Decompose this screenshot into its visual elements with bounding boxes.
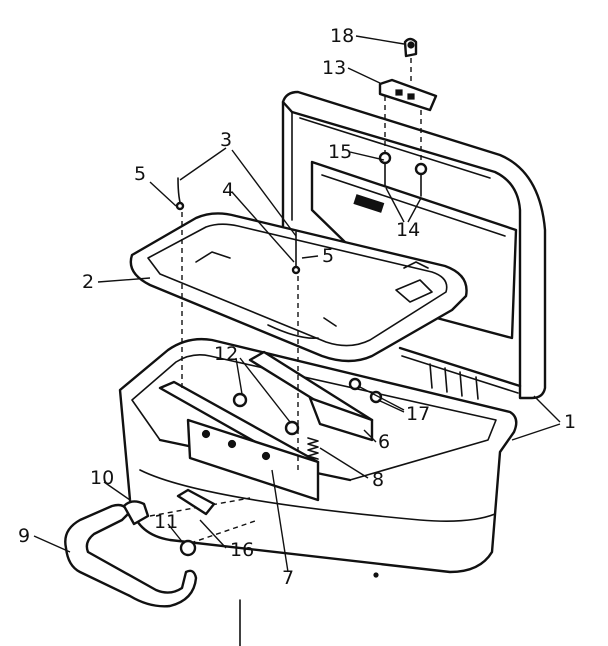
callout-4: 4 (222, 179, 234, 201)
callout-6: 6 (378, 431, 390, 453)
callout-14: 14 (396, 219, 420, 241)
callout-15: 15 (328, 141, 352, 163)
right-rail-bar (248, 350, 374, 442)
hinge-strip (398, 346, 522, 400)
scan-marks (239, 572, 379, 646)
callout-7: 7 (282, 567, 294, 589)
lid-screws-14 (378, 151, 428, 197)
callout-18: 18 (330, 25, 354, 47)
lid-shell (281, 90, 547, 400)
callout-12: 12 (214, 343, 238, 365)
callout-labels: 18 13 3 15 5 4 14 5 2 12 17 1 6 8 10 11 … (18, 25, 576, 589)
handle-9 (64, 488, 216, 608)
callout-5-right: 5 (322, 245, 334, 267)
callout-17: 17 (406, 403, 430, 425)
callout-16: 16 (230, 539, 254, 561)
callout-2: 2 (82, 271, 94, 293)
latch-assembly (378, 37, 438, 112)
latch-spring (307, 437, 319, 460)
callout-8: 8 (372, 469, 384, 491)
callout-1: 1 (564, 411, 576, 433)
callout-leaders (33, 35, 561, 573)
callout-10: 10 (90, 467, 114, 489)
hinge-pins (175, 177, 301, 275)
assembly-lines (149, 58, 422, 547)
callout-5-left: 5 (134, 163, 146, 185)
tray (129, 212, 468, 363)
screws-12 (232, 392, 300, 436)
callout-3: 3 (220, 129, 232, 151)
callout-9: 9 (18, 525, 30, 547)
callout-11: 11 (154, 511, 178, 533)
inner-rail-bar (158, 380, 320, 502)
callout-13: 13 (322, 57, 346, 79)
